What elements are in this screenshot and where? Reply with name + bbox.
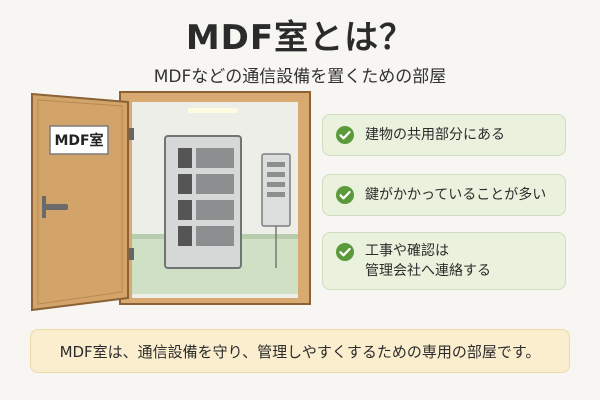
page-subtitle: MDFなどの通信設備を置くための部屋	[153, 67, 447, 87]
point-1-text: 建物の共用部分にある	[365, 127, 505, 143]
check-circle-icon	[336, 126, 354, 144]
point-card-2: 鍵がかかっていることが多い	[322, 174, 566, 216]
check-circle-icon	[336, 243, 354, 261]
point-card-3: 工事や確認は 管理会社へ連絡する	[322, 232, 566, 290]
door	[31, 92, 129, 312]
summary-text: MDF室は、通信設備を守り、管理しやすくするための専用の部屋です。	[59, 342, 541, 361]
summary-banner: MDF室は、通信設備を守り、管理しやすくするための専用の部屋です。	[30, 329, 570, 373]
door-sign: MDF室	[54, 133, 104, 149]
mdf-rack	[164, 135, 242, 269]
point-3-text-line-1: 工事や確認は	[365, 243, 449, 259]
mdf-room-illustration	[31, 91, 311, 312]
page-title: MDF室とは？	[185, 18, 415, 58]
point-3-text-line-2: 管理会社へ連絡する	[365, 263, 491, 279]
check-circle-icon	[336, 186, 354, 204]
point-card-1: 建物の共用部分にある	[322, 114, 566, 156]
point-2-text: 鍵がかかっていることが多い	[365, 187, 547, 203]
wall-panel	[261, 153, 291, 268]
